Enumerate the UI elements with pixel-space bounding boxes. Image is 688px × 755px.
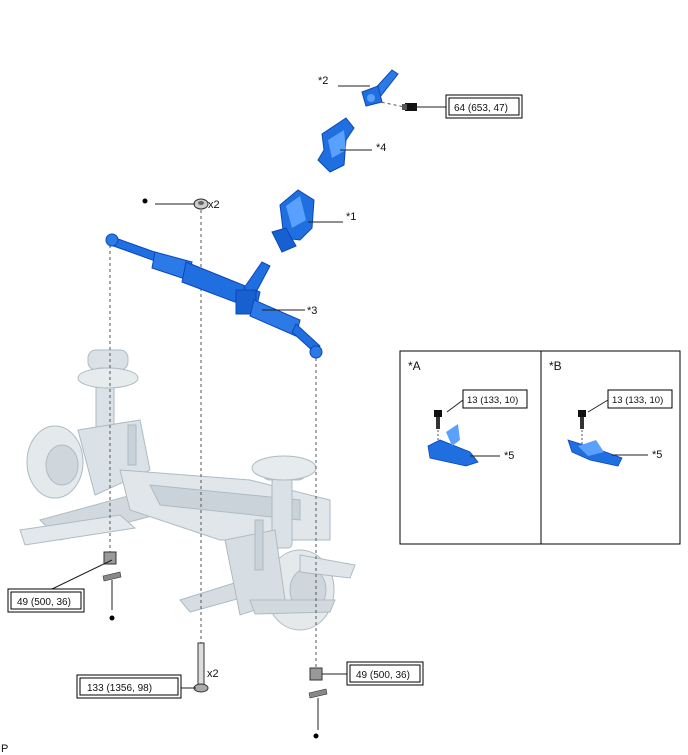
center-bolt	[193, 642, 209, 693]
svg-text:49 (500, 36): 49 (500, 36)	[17, 597, 71, 608]
torque-box-right-nut: 49 (500, 36)	[346, 661, 424, 686]
svg-text:133 (1356, 98): 133 (1356, 98)	[87, 683, 152, 694]
intermediate-shaft	[361, 69, 399, 107]
inset-b-callout-5: *5	[652, 449, 662, 461]
steering-boot	[271, 189, 315, 253]
shaft-bolt	[402, 103, 417, 111]
inset-a-label: *A	[408, 359, 421, 373]
inset-panels: *A 13 (133, 10) *5 *B 13 (133, 10)	[399, 350, 681, 545]
top-nut-quantity: x2	[208, 199, 220, 211]
svg-text:13 (133, 10): 13 (133, 10)	[612, 395, 663, 406]
svg-text:13 (133, 10): 13 (133, 10)	[467, 395, 518, 406]
inset-a-bolt	[434, 410, 442, 429]
inset-b-bolt	[578, 410, 586, 429]
left-cotter-pin	[102, 571, 122, 582]
callout-2: *2	[318, 75, 328, 87]
callout-1: *1	[346, 211, 356, 223]
inset-a-torque-box: 13 (133, 10)	[462, 389, 528, 409]
callout-3: *3	[307, 305, 317, 317]
leader-lines	[49, 85, 448, 730]
corner-marker: P	[1, 743, 8, 755]
steering-rack-assembly	[105, 233, 323, 359]
left-pin-dot	[109, 615, 115, 621]
inset-a-part	[427, 424, 479, 467]
callout-4: *4	[376, 142, 386, 154]
left-tie-rod-nut	[103, 551, 117, 565]
top-nut	[193, 198, 209, 210]
dot-markers	[109, 198, 319, 739]
bottom-bolt-quantity: x2	[207, 668, 219, 680]
right-pin-dot	[313, 733, 319, 739]
svg-text:64 (653, 47): 64 (653, 47)	[454, 103, 508, 114]
torque-box-top-right: 64 (653, 47)	[445, 94, 523, 119]
torque-box-left-nut: 49 (500, 36)	[7, 588, 85, 613]
column-hole-cover	[317, 117, 355, 173]
right-cotter-pin	[308, 688, 328, 699]
torque-box-center-bolt: 133 (1356, 98)	[76, 674, 182, 699]
right-tie-rod-nut	[309, 667, 323, 681]
inset-a-callout-5: *5	[504, 450, 514, 462]
front-suspension-chassis	[19, 349, 356, 631]
svg-text:49 (500, 36): 49 (500, 36)	[356, 670, 410, 681]
inset-b-torque-box: 13 (133, 10)	[607, 389, 673, 409]
inset-b-part	[567, 439, 623, 467]
top-nut-dot	[142, 198, 148, 204]
inset-b-label: *B	[549, 359, 562, 373]
